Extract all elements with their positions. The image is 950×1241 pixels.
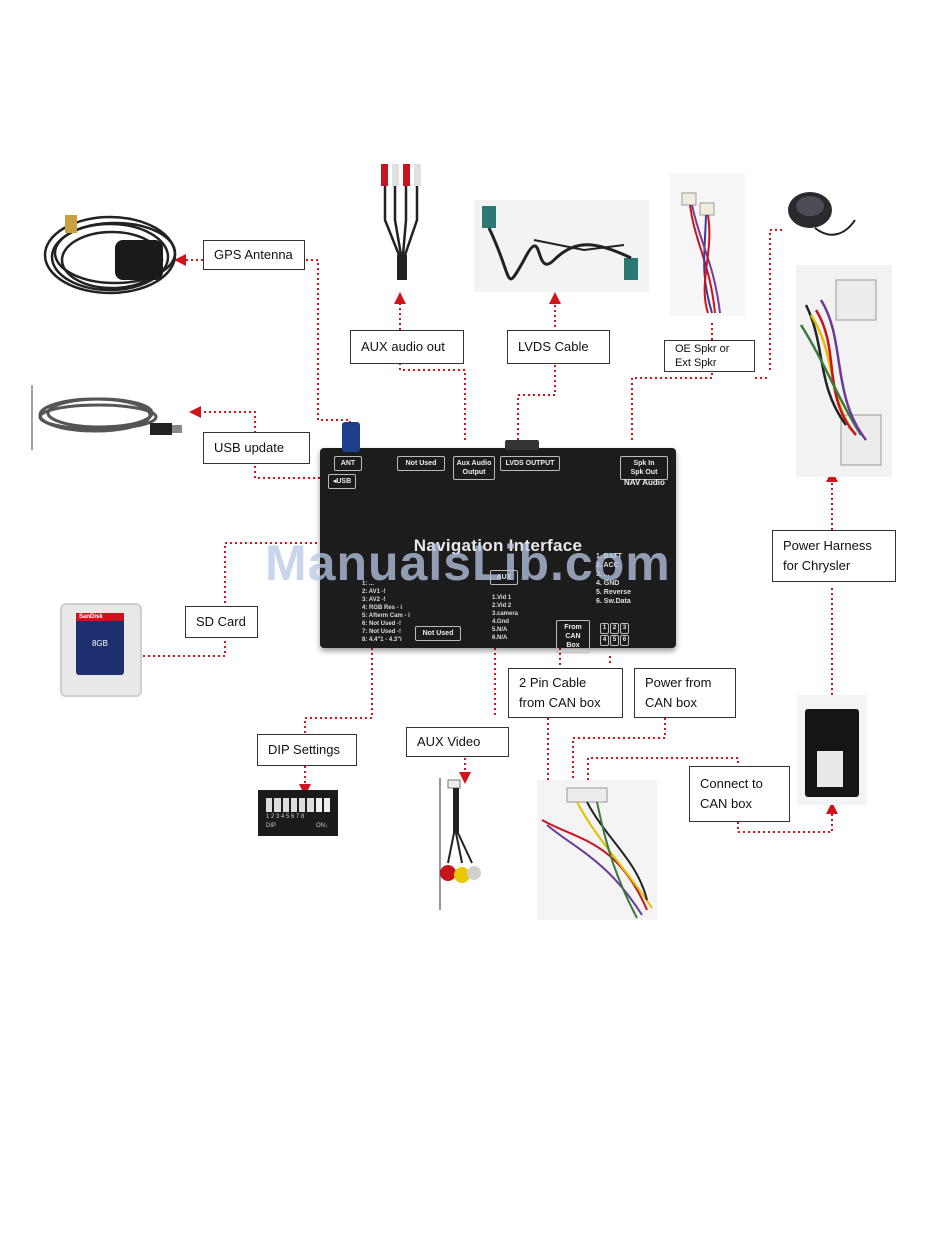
pin-6: 6 bbox=[620, 635, 629, 646]
dip-switch-numbers: 1 2 3 4 5 6 7 8 bbox=[266, 814, 305, 820]
lvds-cable-image bbox=[474, 200, 649, 292]
port-aux: AUX bbox=[490, 570, 518, 585]
label-two-pin-cable: 2 Pin Cable from CAN box bbox=[508, 668, 623, 718]
label-sd-card: SD Card bbox=[185, 606, 258, 638]
label-lvds-cable: LVDS Cable bbox=[507, 330, 610, 364]
label-gps-antenna: GPS Antenna bbox=[203, 240, 305, 270]
port-nav-audio: NAV Audio bbox=[624, 478, 665, 487]
usb-cable-image bbox=[31, 385, 182, 450]
device-title: Navigation Interface bbox=[413, 536, 583, 555]
power-pin-list: 1. BATT 2. ACC 3. ... 4. GND 5. Reverse … bbox=[596, 553, 632, 605]
dip-switch-right-text: ON↓ bbox=[316, 823, 328, 829]
label-dip-settings: DIP Settings bbox=[257, 734, 357, 766]
can-wiring-image bbox=[537, 780, 657, 920]
aux-pin-list: 1.Vid 1 2.Vid 2 3.camera 4.Gnd 5.N/A 6.N… bbox=[492, 595, 519, 641]
port-aux-audio-output: Aux Audio Output bbox=[453, 456, 495, 480]
speaker-wire-image bbox=[670, 173, 745, 316]
navigation-interface-box: ANT ◂USB Not Used Aux Audio Output LVDS … bbox=[320, 422, 676, 653]
dip-switch-image: 1 2 3 4 5 6 7 8 DIP ON↓ bbox=[258, 790, 338, 836]
pin-grid: 1 2 3 4 5 6 bbox=[600, 623, 629, 646]
dip-switch-keys bbox=[266, 798, 330, 812]
port-lvds-output: LVDS OUTPUT bbox=[500, 456, 560, 471]
lvds-line bbox=[517, 292, 561, 440]
label-power-from-can: Power from CAN box bbox=[634, 668, 736, 718]
sd-card-capacity: 8GB bbox=[91, 639, 108, 648]
connect-can-line bbox=[587, 757, 832, 833]
label-power-harness: Power Harness for Chrysler bbox=[772, 530, 896, 582]
port-usb: ◂USB bbox=[328, 474, 356, 489]
label-connect-to-can: Connect to CAN box bbox=[689, 766, 790, 822]
dip-line bbox=[299, 648, 373, 796]
aux-video-line bbox=[465, 648, 496, 778]
gps-line bbox=[180, 260, 351, 428]
port-ant: ANT bbox=[334, 456, 362, 471]
usb-line bbox=[189, 406, 320, 479]
port-not-used-bottom: Not Used bbox=[415, 626, 461, 641]
sd-card-image: SanDisk 8GB bbox=[60, 603, 142, 697]
lvds-connector bbox=[505, 440, 539, 450]
sd-card-body: SanDisk 8GB bbox=[76, 613, 124, 675]
port-from-can-box: From CAN Box bbox=[556, 620, 590, 653]
can-box-image bbox=[797, 695, 867, 805]
pin-1: 1 bbox=[600, 623, 609, 634]
label-usb-update: USB update bbox=[203, 432, 310, 464]
power-harness-image bbox=[796, 265, 892, 477]
pin-3: 3 bbox=[620, 623, 629, 634]
power-harness-wires bbox=[799, 279, 882, 466]
dip-list: 1: ... 2: AV1 -! 3: AV2 -! 4: RGB Res - … bbox=[362, 581, 410, 643]
pin-4: 4 bbox=[600, 635, 609, 646]
ant-connector bbox=[342, 422, 360, 452]
dip-switch-left-text: DIP bbox=[266, 823, 277, 829]
sd-line bbox=[129, 542, 322, 662]
label-aux-video: AUX Video bbox=[406, 727, 509, 757]
sd-card-brand: SanDisk bbox=[76, 613, 124, 621]
label-oe-spkr: OE Spkr or Ext Spkr bbox=[664, 340, 755, 372]
pin-5: 5 bbox=[610, 635, 619, 646]
aux-video-cable-image bbox=[439, 778, 481, 910]
port-not-used-top: Not Used bbox=[397, 456, 445, 471]
aux-audio-cable-image bbox=[381, 164, 421, 280]
pin-2: 2 bbox=[610, 623, 619, 634]
port-spk: Spk In Spk Out bbox=[620, 456, 668, 480]
can-box-body bbox=[805, 709, 859, 797]
power-can-line bbox=[573, 656, 666, 792]
aux-audio-line bbox=[394, 292, 466, 440]
gps-antenna-image bbox=[43, 215, 177, 295]
speaker-image bbox=[788, 192, 856, 236]
label-aux-audio-out: AUX audio out bbox=[350, 330, 464, 364]
can-box-sticker bbox=[817, 751, 843, 787]
